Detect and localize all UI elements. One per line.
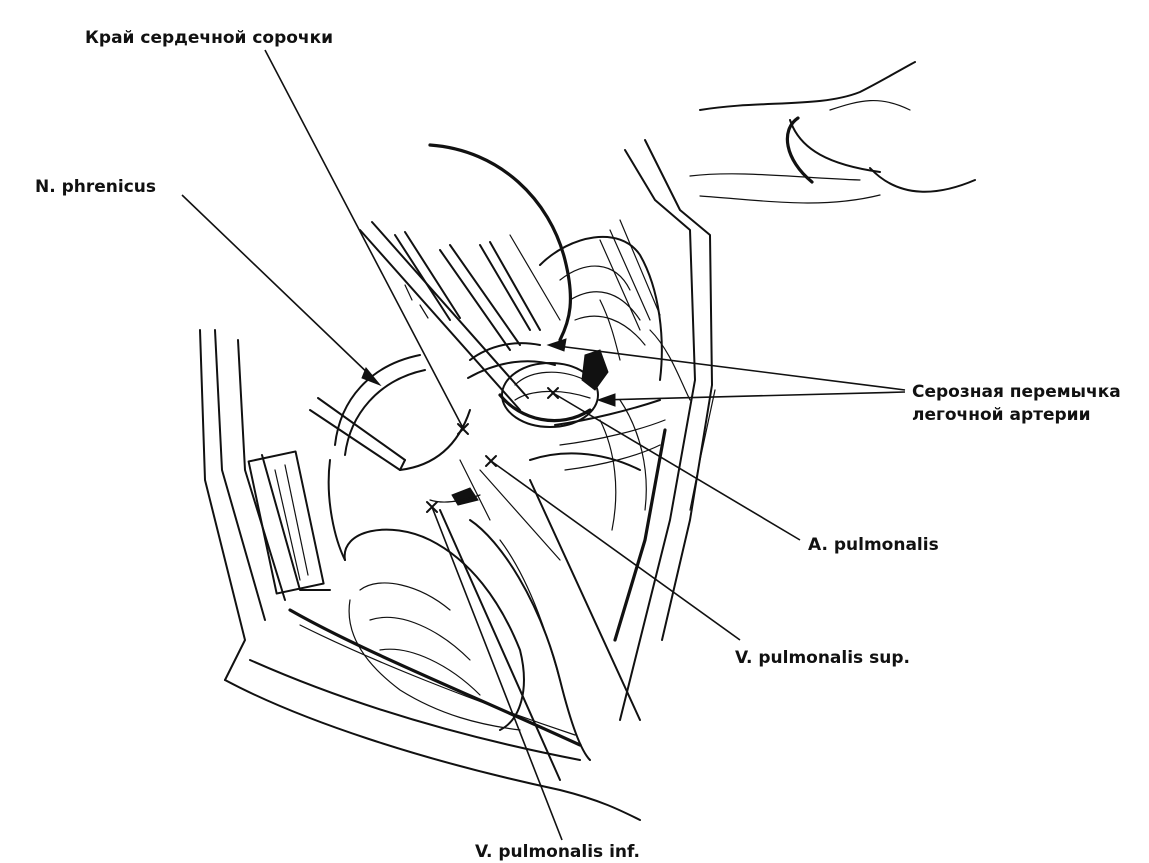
heart-region	[529, 235, 691, 531]
leader-pericardium-edge	[264, 49, 464, 429]
leader-superior-pulmonary-vein	[490, 460, 741, 641]
leader-serous-bridge-1	[549, 344, 906, 391]
leader-serous-bridge-2	[599, 391, 906, 401]
pericardium-edge	[327, 354, 471, 561]
hand-drawing	[689, 61, 976, 204]
surgical-instruments	[309, 219, 661, 471]
leader-phrenic-nerve	[181, 194, 376, 381]
leader-lines	[181, 49, 906, 841]
chest-wall	[199, 139, 716, 821]
ligature-thread	[428, 143, 573, 342]
label-inferior-pulmonary-vein: V. pulmonalis inf.	[475, 842, 640, 862]
label-serous-bridge-line1: Серозная перемычка	[912, 382, 1121, 402]
leader-pulmonary-artery	[552, 392, 801, 541]
label-phrenic-nerve: N. phrenicus	[35, 177, 156, 197]
leader-inferior-pulmonary-vein	[431, 506, 563, 841]
label-superior-pulmonary-vein: V. pulmonalis sup.	[735, 648, 910, 668]
pulmonary-artery-structure	[467, 342, 609, 428]
labels: Край сердечной сорочки N. phrenicus Серо…	[35, 28, 1121, 862]
label-serous-bridge-line2: легочной артерии	[912, 405, 1090, 425]
label-pericardium-edge: Край сердечной сорочки	[85, 28, 333, 48]
label-pulmonary-artery: A. pulmonalis	[808, 535, 939, 555]
vessel-strands	[429, 459, 641, 781]
lung-lobe	[343, 519, 591, 761]
